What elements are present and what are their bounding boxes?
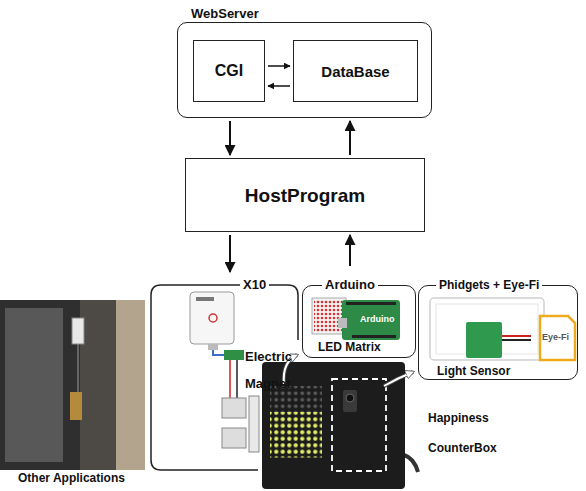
phidgets-card	[502, 339, 531, 341]
flow-arrow	[268, 65, 290, 67]
fridge-photo	[72, 318, 84, 344]
counterbox-photo	[270, 412, 322, 458]
eye-fi-card	[540, 316, 575, 360]
flow-arrow	[349, 121, 351, 155]
x10-module	[196, 297, 214, 301]
arduino-board	[346, 302, 396, 305]
phidgets-card	[430, 298, 544, 360]
fridge-photo	[78, 344, 79, 392]
led-matrix-picture	[314, 300, 346, 332]
fridge-photo	[5, 308, 63, 462]
x10-module	[208, 344, 218, 350]
fridge-photo	[0, 300, 145, 470]
wiring	[213, 350, 224, 355]
part-label: Happiness CounterBox	[428, 403, 508, 463]
wiring	[229, 360, 231, 398]
electric-magnet	[222, 428, 246, 448]
x10-module	[209, 314, 217, 322]
counterbox-photo	[332, 379, 386, 471]
flow-arrow	[229, 121, 231, 155]
group-heading: Arduino	[322, 276, 378, 294]
flow-arrow	[268, 85, 290, 87]
flow-arrow	[229, 235, 231, 272]
pointer-arrow	[384, 372, 413, 386]
arduino-board	[352, 335, 396, 338]
phidgets-card	[502, 335, 531, 337]
phidgets-card	[466, 322, 502, 358]
eye-fi-card	[540, 316, 575, 360]
pointer-arrow	[384, 372, 413, 386]
counterbox-photo	[343, 390, 357, 412]
pointer-arrow	[284, 355, 413, 386]
fridge-photo	[0, 300, 145, 470]
electric-magnet	[249, 396, 259, 452]
fridge-photo	[0, 300, 80, 470]
x10-module	[190, 292, 234, 344]
group-heading: WebServer	[191, 6, 259, 21]
led-matrix-picture	[312, 298, 346, 334]
box-label: HostProgram	[245, 184, 365, 207]
arduino-board	[338, 300, 400, 340]
part-label: Light Sensor	[437, 364, 510, 378]
fridge-photo	[116, 300, 145, 470]
x10-module	[190, 292, 234, 350]
card-label: Eye-Fi	[542, 332, 569, 343]
board-label: Arduino	[360, 314, 395, 325]
server-group: WebServerCGI DataBase	[177, 6, 432, 118]
process-box: CGI	[193, 40, 265, 102]
wiring	[213, 350, 244, 398]
fridge-photo	[70, 392, 82, 420]
x10-group: X10	[150, 276, 300, 472]
electric-magnet	[222, 396, 259, 452]
database-box: DataBase	[293, 40, 418, 102]
box-label: DataBase	[321, 62, 389, 81]
group-heading: X10	[240, 276, 269, 294]
flow-arrow	[349, 235, 351, 266]
part-label: Electric Magnet	[245, 343, 301, 397]
group-heading: Phidgets + Eye-Fi	[436, 276, 542, 294]
led-matrix-picture	[312, 298, 346, 334]
arduino-board	[338, 318, 347, 328]
phidgets-card	[430, 298, 544, 360]
counterbox-photo	[404, 455, 418, 472]
arduino-board	[342, 300, 400, 340]
counterbox-photo	[346, 394, 354, 402]
group-outline	[150, 276, 300, 472]
box-label: CGI	[215, 61, 243, 81]
electric-magnet	[222, 398, 246, 418]
fridge-photo	[80, 300, 116, 470]
caption-label: Other Applications	[18, 471, 125, 485]
host-program-box: HostProgram	[185, 158, 425, 232]
wiring	[224, 350, 244, 360]
part-label: LED Matrix	[318, 340, 381, 354]
wiring	[236, 360, 238, 398]
